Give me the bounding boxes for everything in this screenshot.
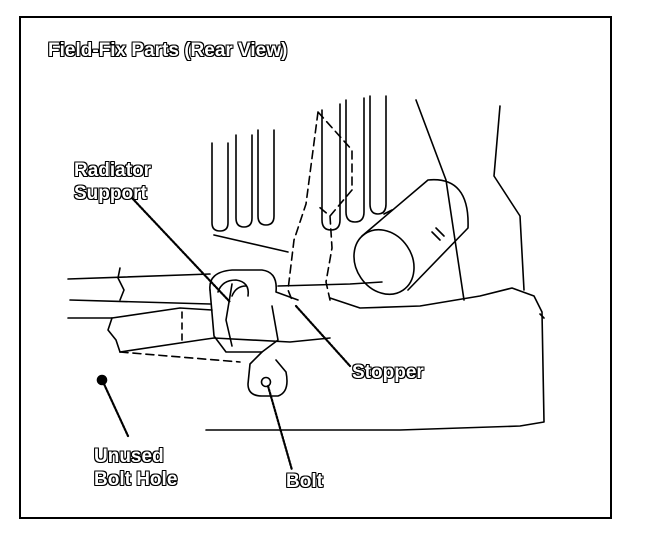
leader-bolt [266, 384, 294, 472]
radiator-support-bars [67, 267, 383, 363]
diagram-title: Field-Fix Parts (Rear View) [48, 40, 288, 61]
label-stopper: Stopper [352, 362, 424, 383]
label-radiator-support-line1: Radiator [74, 160, 152, 181]
leader-radiator-support [130, 196, 232, 304]
label-bolt: Bolt [286, 471, 323, 492]
label-unused-bolt-hole-line1: Unused [94, 446, 164, 467]
leader-stopper [294, 304, 352, 368]
clamp-bracket [209, 269, 299, 397]
unused-bolt-hole-marker [96, 374, 108, 386]
body-panel [205, 99, 545, 431]
leader-unused-bolt-hole [102, 382, 130, 438]
label-radiator-support-line2: Support [74, 183, 147, 204]
label-unused-bolt-hole: Unused Bolt Hole [94, 445, 177, 491]
leader-lines [102, 196, 352, 472]
radiator-fins [211, 95, 387, 253]
label-unused-bolt-hole-line2: Bolt Hole [94, 469, 178, 490]
cylinder-mount [353, 178, 469, 296]
diagram-frame [19, 16, 612, 519]
label-radiator-support: Radiator Support [74, 159, 151, 205]
stopper-outline-dashed [287, 111, 353, 301]
